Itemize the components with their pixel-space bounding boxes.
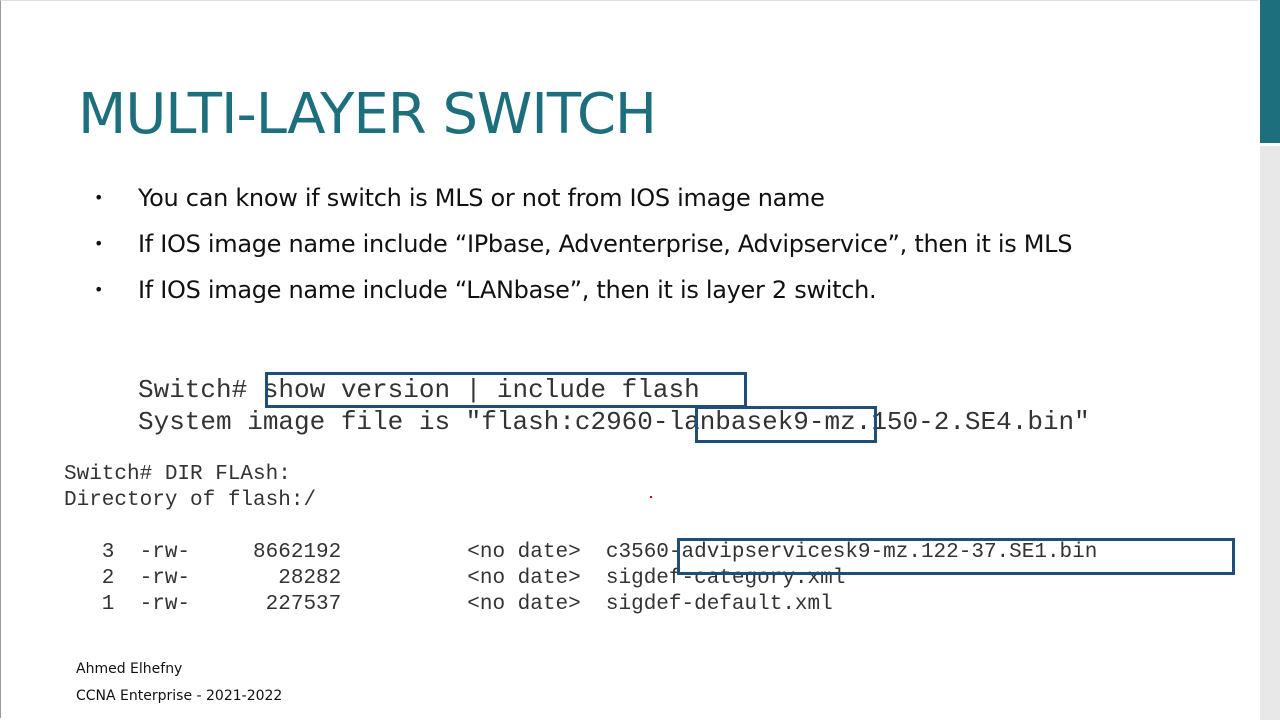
bullet-dot-icon: •: [94, 234, 104, 253]
accent-bar: [1260, 0, 1280, 143]
bullet-dot-icon: •: [94, 280, 104, 299]
bullet-text: You can know if switch is MLS or not fro…: [138, 184, 825, 212]
bullet-list: • You can know if switch is MLS or not fr…: [0, 176, 1073, 314]
slide-title: MULTI-LAYER SWITCH: [78, 82, 657, 147]
cli-line: Switch# DIR FLAsh:: [64, 463, 291, 486]
footer-author: Ahmed Elhefny: [76, 661, 183, 677]
cli-line: System image file is "flash:c2960-lanbas…: [138, 407, 1090, 437]
pointer-dot: [650, 496, 652, 498]
bullet-item: • If IOS image name include “LANbase”, th…: [0, 268, 1072, 314]
bullet-dot-icon: •: [94, 188, 104, 207]
footer-course: CCNA Enterprise - 2021-2022: [76, 688, 283, 704]
highlight-lanbase-box: [695, 406, 877, 443]
accent-bar-shade: [1260, 146, 1280, 720]
bullet-item: • You can know if switch is MLS or not fr…: [0, 176, 1072, 222]
bullet-text: If IOS image name include “LANbase”, the…: [138, 276, 877, 304]
cli-line: 2 -rw- 28282 <no date> sigdef-category.x…: [64, 567, 846, 590]
highlight-command-box: [265, 372, 747, 408]
bullet-text: If IOS image name include “IPbase, Adven…: [138, 230, 1073, 258]
dir-flash-output: Switch# DIR FLAsh: Directory of flash:/ …: [64, 462, 1097, 618]
bullet-item: • If IOS image name include “IPbase, Adve…: [0, 222, 1073, 268]
show-version-output: Switch# show version | include flash Sys…: [138, 374, 1090, 438]
cli-line: 3 -rw- 8662192 <no date> c3560-advipserv…: [64, 541, 1098, 564]
cli-line: 1 -rw- 227537 <no date> sigdef-default.x…: [64, 593, 833, 616]
cli-line: Switch# show version | include flash: [138, 375, 700, 405]
highlight-advipservice-box: [677, 538, 1235, 575]
cli-line: Directory of flash:/: [64, 489, 317, 512]
